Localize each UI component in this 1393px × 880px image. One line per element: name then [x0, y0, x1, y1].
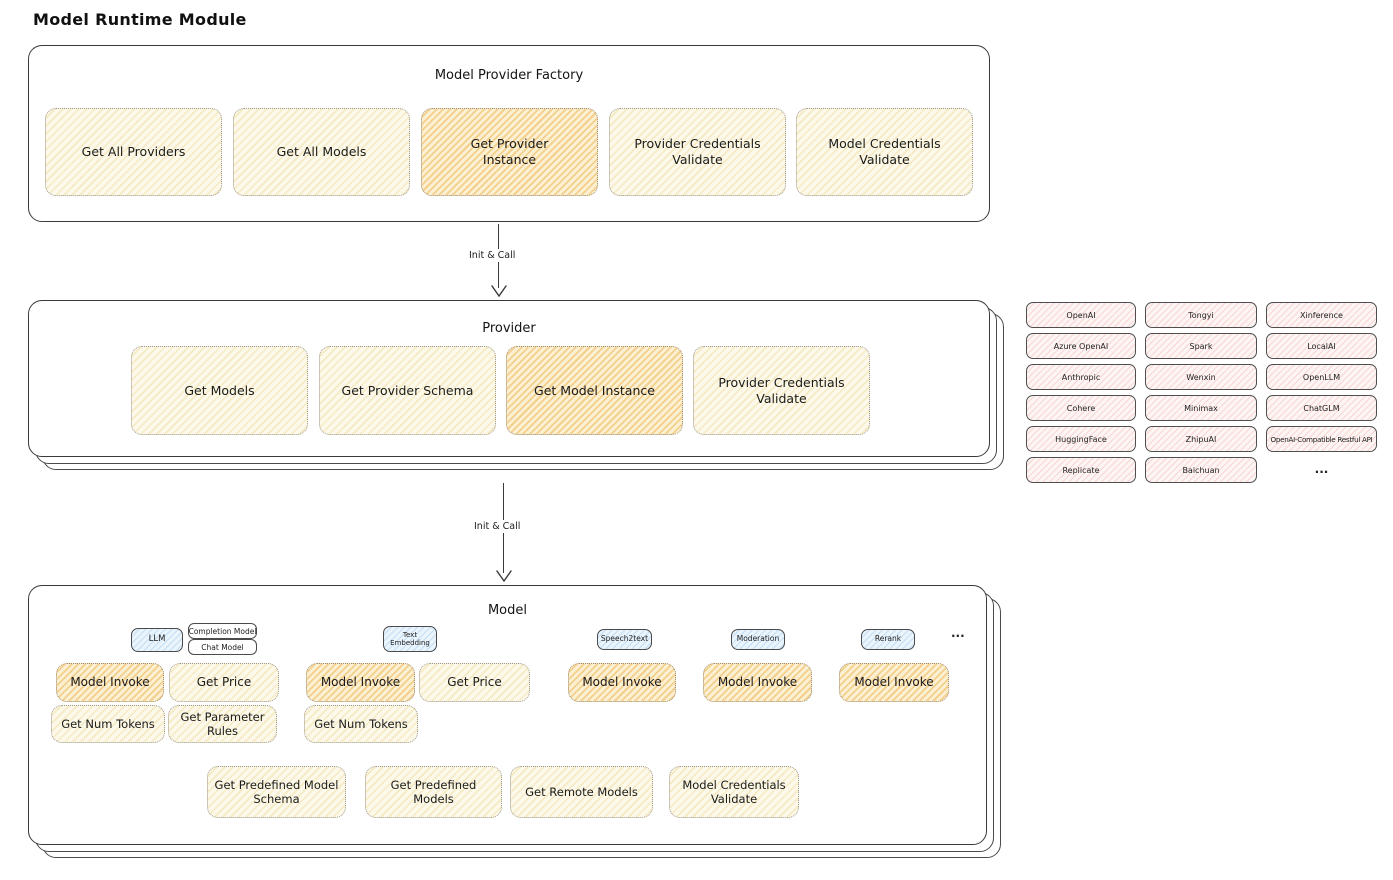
provider-cell-xinference: Xinference — [1266, 302, 1377, 328]
provider-title: Provider — [482, 321, 536, 336]
factory-op-get-all-models: Get All Models — [233, 108, 410, 196]
arrow-label-init-call-2: Init & Call — [470, 520, 525, 533]
provider-op-get-models: Get Models — [131, 346, 308, 435]
tab-completion-model: Completion Model — [188, 623, 257, 639]
model-op-model-credentials-validate: Model Credentials Validate — [669, 766, 799, 818]
arrow-head-icon — [496, 567, 512, 586]
provider-cell-cohere: Cohere — [1026, 395, 1136, 421]
factory-op-get-all-providers: Get All Providers — [45, 108, 222, 196]
llm-op-get-price: Get Price — [169, 663, 279, 702]
model-op-get-remote-models: Get Remote Models — [510, 766, 653, 818]
provider-cell-openai-compatible: OpenAI-Compatible Restful API — [1266, 426, 1377, 452]
provider-catalog-grid: OpenAI Tongyi Xinference Azure OpenAI Sp… — [1026, 302, 1377, 483]
provider-cell-replicate: Replicate — [1026, 457, 1136, 483]
provider-cell-localai: LocalAI — [1266, 333, 1377, 359]
provider-cell-minimax: Minimax — [1145, 395, 1257, 421]
provider-op-get-provider-schema: Get Provider Schema — [319, 346, 496, 435]
factory-op-provider-credentials-validate: Provider Credentials Validate — [609, 108, 786, 196]
llm-op-model-invoke: Model Invoke — [56, 663, 164, 702]
tab-llm: LLM — [131, 628, 183, 652]
text-embedding-op-get-num-tokens: Get Num Tokens — [304, 705, 418, 743]
model-tabs-ellipsis: ... — [951, 626, 965, 640]
factory-title: Model Provider Factory — [434, 68, 584, 83]
provider-cell-tongyi: Tongyi — [1145, 302, 1257, 328]
factory-op-get-provider-instance: Get Provider Instance — [421, 108, 598, 196]
arrow-label-init-call-1: Init & Call — [465, 249, 520, 262]
provider-cell-huggingface: HuggingFace — [1026, 426, 1136, 452]
model-op-get-predefined-models: Get Predefined Models — [365, 766, 502, 818]
llm-op-get-num-tokens: Get Num Tokens — [51, 705, 165, 743]
tab-rerank: Rerank — [861, 629, 915, 650]
model-title: Model — [487, 603, 528, 618]
speech2text-op-model-invoke: Model Invoke — [568, 663, 676, 702]
text-embedding-op-get-price: Get Price — [419, 663, 530, 702]
tab-text-embedding: Text Embedding — [383, 626, 437, 652]
arrow-head-icon — [491, 282, 507, 301]
provider-cell-wenxin: Wenxin — [1145, 364, 1257, 390]
tab-moderation: Moderation — [731, 629, 785, 650]
provider-op-get-model-instance: Get Model Instance — [506, 346, 683, 435]
provider-cell-baichuan: Baichuan — [1145, 457, 1257, 483]
provider-cell-spark: Spark — [1145, 333, 1257, 359]
tab-speech2text: Speech2text — [597, 629, 652, 650]
tab-chat-model: Chat Model — [188, 639, 257, 655]
provider-cell-azure-openai: Azure OpenAI — [1026, 333, 1136, 359]
page-title: Model Runtime Module — [33, 10, 247, 29]
factory-op-model-credentials-validate: Model Credentials Validate — [796, 108, 973, 196]
moderation-op-model-invoke: Model Invoke — [703, 663, 812, 702]
rerank-op-model-invoke: Model Invoke — [839, 663, 949, 702]
provider-op-provider-credentials-validate: Provider Credentials Validate — [693, 346, 870, 435]
provider-frame: Provider Get Models Get Provider Schema … — [28, 300, 990, 457]
text-embedding-op-model-invoke: Model Invoke — [306, 663, 415, 702]
provider-cell-anthropic: Anthropic — [1026, 364, 1136, 390]
factory-frame: Model Provider Factory Get All Providers… — [28, 45, 990, 222]
provider-catalog-ellipsis: ... — [1314, 462, 1329, 476]
provider-cell-openllm: OpenLLM — [1266, 364, 1377, 390]
provider-cell-zhipuai: ZhipuAI — [1145, 426, 1257, 452]
model-frame: Model LLM Completion Model Chat Model Te… — [28, 585, 987, 845]
provider-cell-chatglm: ChatGLM — [1266, 395, 1377, 421]
llm-op-get-parameter-rules: Get Parameter Rules — [168, 705, 277, 743]
model-op-get-predefined-model-schema: Get Predefined Model Schema — [207, 766, 346, 818]
provider-cell-openai: OpenAI — [1026, 302, 1136, 328]
